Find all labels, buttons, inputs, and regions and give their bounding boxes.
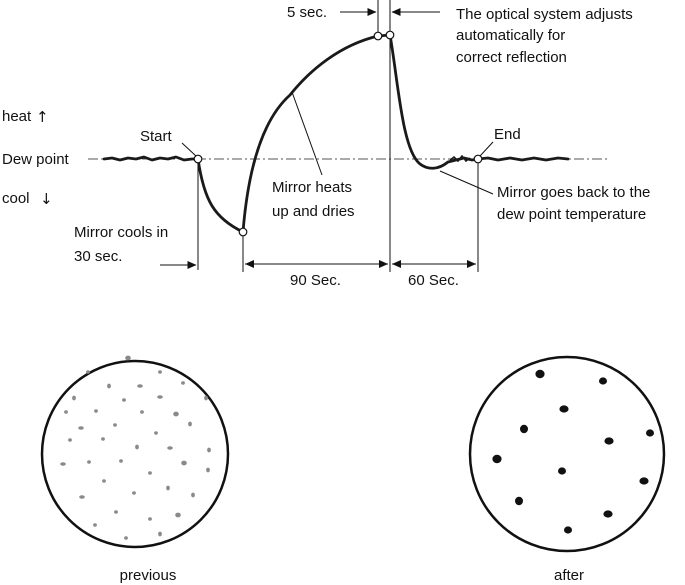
- small-droplet: [87, 460, 91, 464]
- small-droplet: [93, 523, 97, 527]
- optical-line-3: correct reflection: [456, 49, 567, 66]
- start-leader: [181, 142, 197, 157]
- ninety-sec-label: 90 Sec.: [290, 272, 341, 289]
- large-droplet: [639, 477, 649, 485]
- sixty-sec-label: 60 Sec.: [408, 272, 459, 289]
- start-point: [193, 154, 203, 164]
- after-mirror-outline: [468, 355, 666, 553]
- small-droplet: [78, 426, 84, 430]
- small-droplet: [135, 444, 139, 450]
- small-droplet: [132, 491, 136, 495]
- after-caption: after: [554, 567, 584, 584]
- previous-caption: previous: [120, 567, 177, 584]
- start-label: Start: [140, 128, 173, 145]
- cools-line-1: Mirror cools in: [74, 224, 168, 241]
- previous-mirror-outline: [40, 359, 230, 549]
- optical-line-2: automatically for: [456, 27, 565, 44]
- large-droplets: [492, 369, 654, 534]
- small-droplet: [113, 423, 117, 427]
- heat-peak-point: [373, 31, 383, 41]
- ninety-right-arrowhead: [379, 260, 388, 268]
- large-droplet: [646, 429, 654, 437]
- small-droplet: [191, 492, 195, 498]
- sixty-right-arrowhead: [467, 260, 476, 268]
- small-droplet: [114, 510, 118, 514]
- five-sec-label: 5 sec.: [287, 4, 327, 21]
- small-droplet: [125, 355, 131, 361]
- small-droplet: [107, 383, 111, 389]
- small-droplet: [158, 370, 162, 374]
- small-droplet: [86, 370, 90, 374]
- large-droplet: [535, 369, 545, 379]
- small-droplet: [94, 409, 98, 413]
- cool-label: cool: [2, 190, 30, 207]
- large-droplet: [559, 405, 569, 413]
- small-droplet: [124, 536, 128, 540]
- large-droplet: [599, 377, 607, 385]
- large-droplet: [492, 454, 502, 464]
- end-label: End: [494, 126, 521, 143]
- small-droplet: [154, 431, 158, 435]
- heats-line-1: Mirror heats: [272, 179, 352, 196]
- heat-arrow-icon: ↑: [36, 108, 49, 126]
- large-droplet: [558, 467, 566, 475]
- heat-drop-point: [385, 30, 395, 40]
- small-droplet: [102, 479, 106, 483]
- back-line-2: dew point temperature: [497, 206, 646, 223]
- small-droplet: [119, 459, 123, 463]
- cools-line-2: 30 sec.: [74, 248, 122, 265]
- small-droplet: [148, 517, 152, 521]
- heats-line-2: up and dries: [272, 203, 355, 220]
- small-droplet: [204, 395, 208, 401]
- small-droplet: [175, 512, 181, 518]
- small-droplet: [68, 438, 72, 442]
- small-droplet: [101, 437, 105, 441]
- small-droplet: [158, 531, 162, 537]
- small-droplet: [122, 398, 126, 402]
- small-droplet: [64, 410, 68, 414]
- small-droplet: [167, 446, 173, 450]
- small-droplet: [166, 485, 170, 491]
- small-droplets: [60, 355, 211, 540]
- small-droplet: [79, 495, 85, 499]
- previous-mirror: [40, 355, 230, 549]
- sixty-left-arrowhead: [392, 260, 401, 268]
- optical-line-1: The optical system adjusts: [456, 6, 633, 23]
- heat-label: heat: [2, 108, 32, 125]
- small-droplet: [206, 467, 210, 473]
- small-droplet: [140, 410, 144, 414]
- cool-arrow-icon: ↓: [40, 190, 53, 208]
- large-droplet: [515, 496, 523, 506]
- small-droplet: [188, 421, 192, 427]
- back-leader: [439, 170, 494, 195]
- large-droplet: [564, 526, 572, 534]
- end-point: [473, 154, 483, 164]
- small-droplet: [72, 395, 76, 401]
- small-droplet: [148, 471, 152, 475]
- cool-end-point: [238, 227, 248, 237]
- end-leader: [479, 141, 494, 157]
- large-droplet: [604, 437, 614, 445]
- temperature-curve: [102, 33, 570, 234]
- small-droplet: [157, 395, 163, 399]
- dew-point-label: Dew point: [2, 151, 70, 168]
- small-droplet: [173, 411, 179, 417]
- large-droplet: [603, 510, 613, 518]
- large-droplet: [520, 424, 528, 434]
- small-droplet: [207, 447, 211, 453]
- after-mirror: [468, 355, 666, 553]
- small-droplet: [137, 384, 143, 388]
- small-droplet: [181, 381, 185, 385]
- ninety-left-arrowhead: [245, 260, 254, 268]
- small-droplet: [181, 460, 187, 466]
- curve-noise: [449, 154, 471, 163]
- back-line-1: Mirror goes back to the: [497, 184, 650, 201]
- small-droplet: [60, 462, 66, 466]
- heats-leader: [291, 91, 323, 176]
